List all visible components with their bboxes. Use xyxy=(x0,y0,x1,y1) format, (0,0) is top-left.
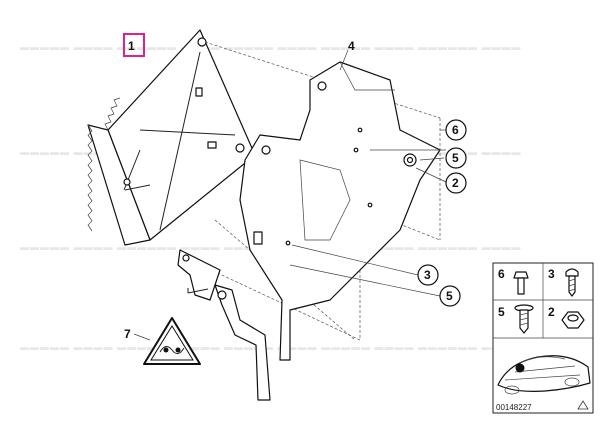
callout-4[interactable]: 4 xyxy=(348,39,355,53)
bolt-icon xyxy=(513,271,529,295)
triangle-icon xyxy=(577,400,589,410)
svg-text:▬▬▬▬▬ ▬▬▬▬ ▬▬▬▬▬▬ ▬▬▬▬ ▬▬▬▬▬ ▬: ▬▬▬▬▬ ▬▬▬▬ ▬▬▬▬▬▬ ▬▬▬▬ ▬▬▬▬▬ ▬▬▬▬ ▬▬▬▬▬ … xyxy=(20,342,522,352)
legend-cell-6[interactable]: 6 xyxy=(498,267,529,295)
svg-text:3: 3 xyxy=(424,268,431,282)
mounting-bracket xyxy=(177,61,441,401)
svg-text:▬▬▬▬▬ ▬▬▬▬ ▬▬▬▬▬▬ ▬▬▬▬ ▬▬▬▬▬ ▬: ▬▬▬▬▬ ▬▬▬▬ ▬▬▬▬▬▬ ▬▬▬▬ ▬▬▬▬▬ ▬▬▬▬ ▬▬▬▬▬ … xyxy=(20,42,522,52)
nut-icon xyxy=(561,311,585,329)
callout-2[interactable]: 2 xyxy=(445,172,467,194)
self-tapping-screw-icon xyxy=(514,304,534,334)
svg-text:2: 2 xyxy=(548,305,555,319)
svg-text:3: 3 xyxy=(548,267,555,281)
svg-text:6: 6 xyxy=(498,267,505,281)
screw-icon xyxy=(565,268,579,297)
amplifier-module xyxy=(87,29,256,246)
callout-5-upper[interactable]: 5 xyxy=(445,147,467,169)
svg-text:5: 5 xyxy=(498,305,505,319)
hardware-legend: 6 3 5 2 xyxy=(492,262,594,414)
svg-text:6: 6 xyxy=(452,123,459,137)
warning-label-icon xyxy=(143,317,201,365)
callout-1[interactable]: 1 xyxy=(128,39,135,53)
svg-text:5: 5 xyxy=(446,289,453,303)
car-location-icon xyxy=(497,355,591,395)
callout-7[interactable]: 7 xyxy=(124,327,131,341)
callout-3[interactable]: 3 xyxy=(417,264,439,286)
reference-number: 00148227 xyxy=(496,403,532,412)
legend-cell-3[interactable]: 3 xyxy=(548,267,579,297)
legend-cell-5[interactable]: 5 xyxy=(498,304,534,334)
callout-6[interactable]: 6 xyxy=(445,119,467,141)
legend-cell-2[interactable]: 2 xyxy=(548,305,585,329)
callout-1-highlight xyxy=(123,33,145,57)
callout-5-lower[interactable]: 5 xyxy=(439,285,461,307)
svg-text:2: 2 xyxy=(452,176,459,190)
leader-lines xyxy=(289,49,450,297)
svg-text:5: 5 xyxy=(452,151,459,165)
